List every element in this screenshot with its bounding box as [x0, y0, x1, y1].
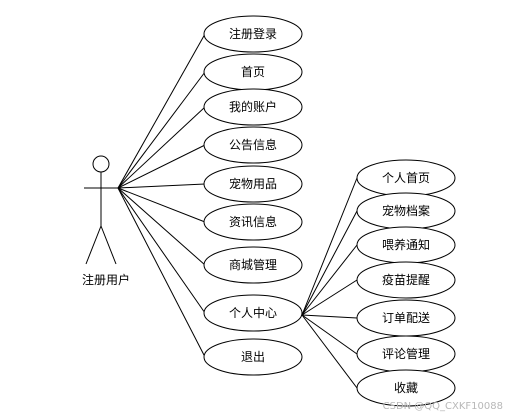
actor-head [92, 155, 110, 173]
use-case-ellipse [203, 246, 303, 284]
actor-label: 注册用户 [82, 272, 130, 287]
sub-connectors [301, 177, 358, 389]
use-case-mall-management: 商城管理 [203, 246, 303, 284]
connector-pet-records [301, 210, 358, 316]
use-case-ellipse [203, 338, 303, 376]
use-case-news-info: 资讯信息 [203, 203, 303, 241]
use-case-ellipse [356, 261, 456, 299]
use-case-personal-center: 个人中心 [203, 294, 303, 332]
connector-favorites [301, 314, 358, 389]
use-case-label: 资讯信息 [229, 214, 277, 229]
use-case-label: 订单配送 [382, 310, 430, 325]
use-case-register-login: 注册登录 [203, 15, 303, 53]
watermark: CSDN @QQ_CXKF10088 [382, 401, 503, 412]
sub-use-case-feeding-notice: 喂养通知 [356, 226, 456, 264]
connector-vaccine-reminder [301, 279, 358, 316]
use-case-label: 评论管理 [382, 346, 430, 361]
connector-personal-home [301, 177, 358, 316]
sub-use-case-vaccine-reminder: 疫苗提醒 [356, 261, 456, 299]
use-case-home: 首页 [203, 53, 303, 91]
use-case-logout: 退出 [203, 338, 303, 376]
use-case-label: 宠物档案 [382, 203, 430, 218]
connector-order-delivery [301, 314, 358, 319]
use-case-label: 个人中心 [229, 305, 277, 320]
use-case-my-account: 我的账户 [203, 88, 303, 126]
use-case-ellipse [203, 15, 303, 53]
connector-mall-management [117, 187, 206, 266]
connector-logout [117, 187, 206, 358]
use-case-label: 注册登录 [229, 26, 277, 41]
sub-use-case-pet-records: 宠物档案 [356, 192, 456, 230]
use-case-label: 退出 [241, 350, 265, 364]
connector-register-login [117, 33, 206, 189]
actor-right-leg [100, 225, 117, 265]
use-case-label: 个人首页 [382, 171, 430, 185]
use-case-label: 商城管理 [229, 257, 277, 272]
connector-announcement [117, 144, 206, 189]
sub-use-case-personal-home: 个人首页 [356, 159, 456, 197]
use-case-pet-supplies: 宠物用品 [203, 165, 303, 203]
use-case-ellipse [203, 126, 303, 164]
use-case-label: 收藏 [394, 381, 418, 395]
use-case-ellipse [203, 165, 303, 203]
use-case-label: 疫苗提醒 [382, 272, 430, 287]
connector-review-management [301, 314, 358, 355]
use-case-label: 我的账户 [229, 99, 277, 114]
connector-my-account [117, 106, 206, 189]
use-case-label: 首页 [241, 65, 265, 79]
use-case-ellipse [203, 294, 303, 332]
sub-use-case-favorites: 收藏 [356, 369, 456, 407]
use-case-ellipse [356, 369, 456, 407]
connector-feeding-notice [301, 244, 358, 316]
actor-left-leg [85, 225, 102, 265]
actor-connectors [117, 33, 206, 358]
use-case-label: 宠物用品 [229, 176, 277, 191]
connector-pet-supplies [117, 183, 206, 189]
actor [84, 155, 118, 265]
use-case-label: 喂养通知 [382, 237, 430, 252]
use-case-ellipse [203, 88, 303, 126]
use-case-announcement: 公告信息 [203, 126, 303, 164]
connector-personal-center [117, 187, 206, 314]
connector-home [117, 71, 206, 189]
use-case-ellipse [203, 203, 303, 241]
connector-news-info [117, 187, 206, 223]
use-case-label: 公告信息 [229, 137, 277, 152]
sub-use-case-review-management: 评论管理 [356, 335, 456, 373]
sub-use-case-order-delivery: 订单配送 [356, 299, 456, 337]
